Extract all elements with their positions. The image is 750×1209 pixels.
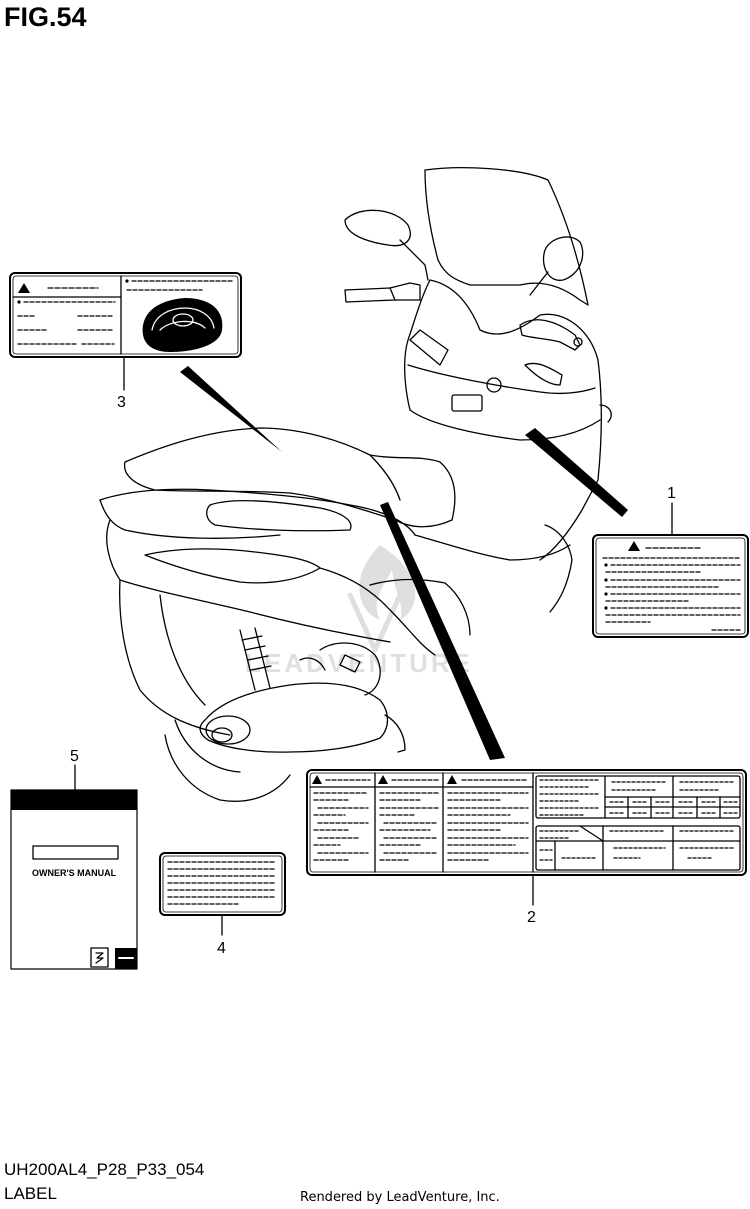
suzuki-logo-icon — [95, 952, 104, 964]
figure-title: FIG.54 — [4, 2, 87, 32]
label-3-drawing — [9, 272, 242, 358]
label-1-drawing — [592, 534, 749, 638]
callout-1: 1 — [667, 485, 676, 502]
owners-manual-drawing: OWNER'S MANUAL — [10, 789, 138, 970]
section-title: LABEL — [4, 1184, 57, 1203]
warning-triangle-icon — [447, 775, 457, 784]
callout-3: 3 — [117, 394, 126, 411]
pointer-label-3 — [180, 366, 282, 452]
warning-triangle-icon — [18, 283, 30, 293]
pointer-label-2 — [380, 502, 505, 760]
model-code: UH200AL4_P28_P33_054 — [4, 1160, 205, 1179]
warning-triangle-icon — [628, 541, 640, 551]
callout-4: 4 — [217, 940, 226, 957]
warning-triangle-icon — [312, 775, 322, 784]
leadventure-watermark: LEADVENTURE — [245, 545, 470, 678]
warning-triangle-icon — [378, 775, 388, 784]
callout-5: 5 — [70, 748, 79, 765]
owners-manual-title: OWNER'S MANUAL — [32, 868, 117, 878]
scooter-illustration — [99, 167, 612, 802]
callout-2: 2 — [527, 909, 536, 926]
helmet-storage-icon — [142, 298, 223, 352]
label-4-drawing — [159, 852, 286, 916]
render-credit: Rendered by LeadVenture, Inc. — [300, 1190, 500, 1205]
pointer-label-1 — [525, 428, 628, 517]
label-2-drawing — [306, 769, 747, 876]
